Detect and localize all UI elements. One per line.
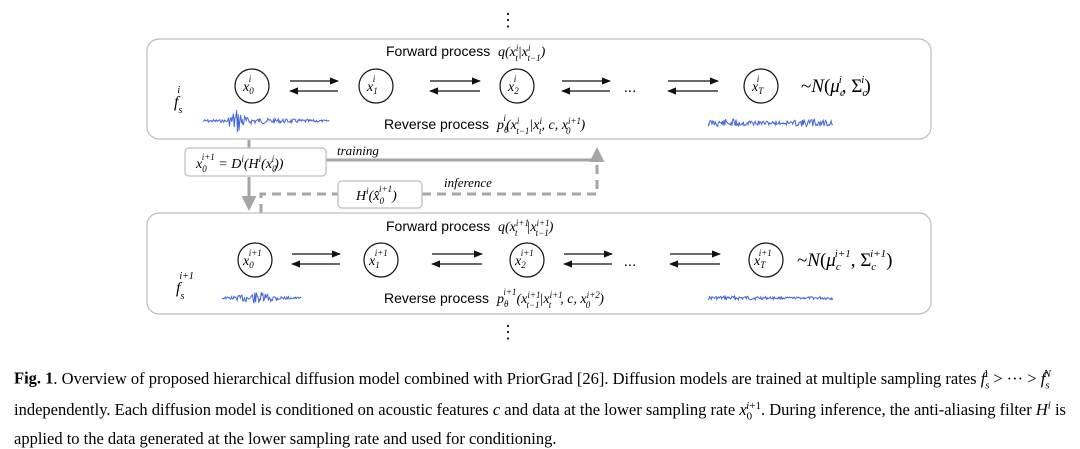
stage-i1-node-xT: xTi+1 (748, 242, 784, 278)
stage-i1-forward-label: Forward process (386, 218, 490, 234)
stage-i-node-x0: x0i (234, 68, 270, 104)
stage-i-node-x1: x1i (358, 68, 394, 104)
downsample-box (184, 147, 327, 177)
stage-i-fs-label: fsi (174, 85, 182, 116)
stage-i1-reverse-label: Reverse process (384, 290, 489, 306)
stage-i1-dots: ... (624, 253, 637, 270)
stage-i1-node-x1: x1i+1 (363, 242, 399, 278)
stage-i1-node-x0: x0i+1 (237, 242, 273, 278)
stage-i-box (146, 38, 932, 140)
svg-text:x1i: x1i (366, 74, 378, 96)
ellipsis-top: ⋮ (499, 10, 517, 30)
stage-i-node-xT: xTi (743, 68, 779, 104)
inference-label: inference (444, 175, 492, 190)
inference-connector (259, 150, 599, 213)
stage-i1-waveform-left (221, 291, 302, 304)
stage-i-reverse-label: Reverse process (384, 116, 489, 132)
stage-i-waveform-left (202, 110, 330, 133)
downsample-formula: x0i+1 = Di(Hi(x0i)) (195, 152, 284, 174)
stage-i-dots: ... (624, 79, 637, 96)
caption-fig-label: Fig. 1 (14, 368, 54, 388)
caption-text: . Overview of proposed hierarchical diff… (14, 368, 1066, 448)
stage-i1-node-x2: x2i+1 (509, 242, 545, 278)
svg-text:x0i: x0i (242, 74, 254, 96)
training-label: training (337, 143, 379, 158)
stage-i-node-x2: x2i (499, 68, 535, 104)
stage-i1-arrows (291, 250, 721, 268)
filter-box (337, 180, 423, 209)
stage-i-prior: ~N(μci, Σci) (801, 74, 871, 99)
stage-i-forward-label: Forward process (386, 43, 490, 59)
ellipsis-bottom: ⋮ (499, 322, 517, 342)
figure-caption: Fig. 1. Overview of proposed hierarchica… (14, 364, 1070, 449)
stage-i-waveform-right (707, 118, 833, 128)
stage-i-arrows (289, 77, 719, 95)
stage-i1-waveform-right (707, 294, 834, 302)
svg-text:x2i: x2i (507, 74, 519, 96)
